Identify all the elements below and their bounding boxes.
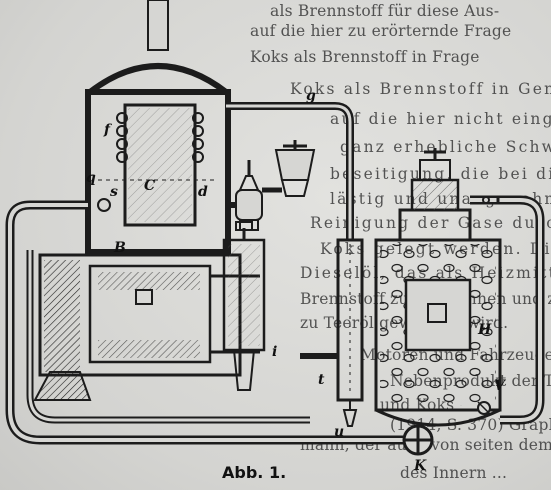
background-text-line: des Innern ... — [400, 464, 508, 482]
label-k: K — [414, 458, 427, 474]
boiler-chimney — [147, 0, 169, 51]
valve-u — [342, 400, 358, 427]
background-text-line: auf die hier zu erörternde Frage — [250, 22, 512, 40]
heating-coil — [116, 112, 204, 163]
gas-generator — [374, 148, 502, 427]
background-text-line: Reinigung der Gase durch Kühler — [310, 214, 551, 232]
inner-cylinder — [123, 103, 197, 227]
engine-block — [33, 253, 260, 401]
background-text-line: Koks als Brennstoff in Generatorgas-Anla… — [290, 80, 551, 98]
background-text-line: als Brennstoff für diese Aus- — [270, 2, 500, 20]
background-text-line: beseitigung, die bei diesem Betriebe seh… — [330, 165, 551, 183]
valve-v — [477, 401, 491, 415]
cooler-tube-t — [300, 238, 364, 402]
label-c: C — [144, 178, 156, 194]
label-b: B — [114, 240, 126, 256]
label-h: H — [478, 322, 492, 338]
label-d: d — [198, 184, 208, 200]
background-text-line: auf die hier nicht eingegangen werden ka… — [330, 110, 551, 128]
background-text-line: Koks als Brennstoff in Frage — [250, 48, 480, 66]
figure-caption: Abb. 1. — [222, 463, 287, 482]
pipe-g — [226, 102, 354, 240]
label-s: s — [110, 184, 118, 200]
background-text-line: ganz erhebliche Schwierigkeiten in der R… — [340, 138, 551, 156]
valve-d — [228, 160, 263, 231]
label-i: i — [272, 344, 278, 360]
label-q: q — [86, 170, 96, 186]
bottom-pipe — [5, 250, 420, 445]
label-g: g — [306, 88, 316, 104]
label-u: u — [334, 424, 345, 440]
upper-bowl — [262, 140, 316, 197]
return-pipe — [470, 195, 545, 425]
pipe-s — [5, 198, 111, 250]
label-t: t — [318, 372, 325, 388]
label-v: V — [494, 378, 505, 394]
valve-i — [222, 221, 266, 391]
label-f: f — [104, 122, 111, 138]
valve-k — [402, 424, 434, 456]
